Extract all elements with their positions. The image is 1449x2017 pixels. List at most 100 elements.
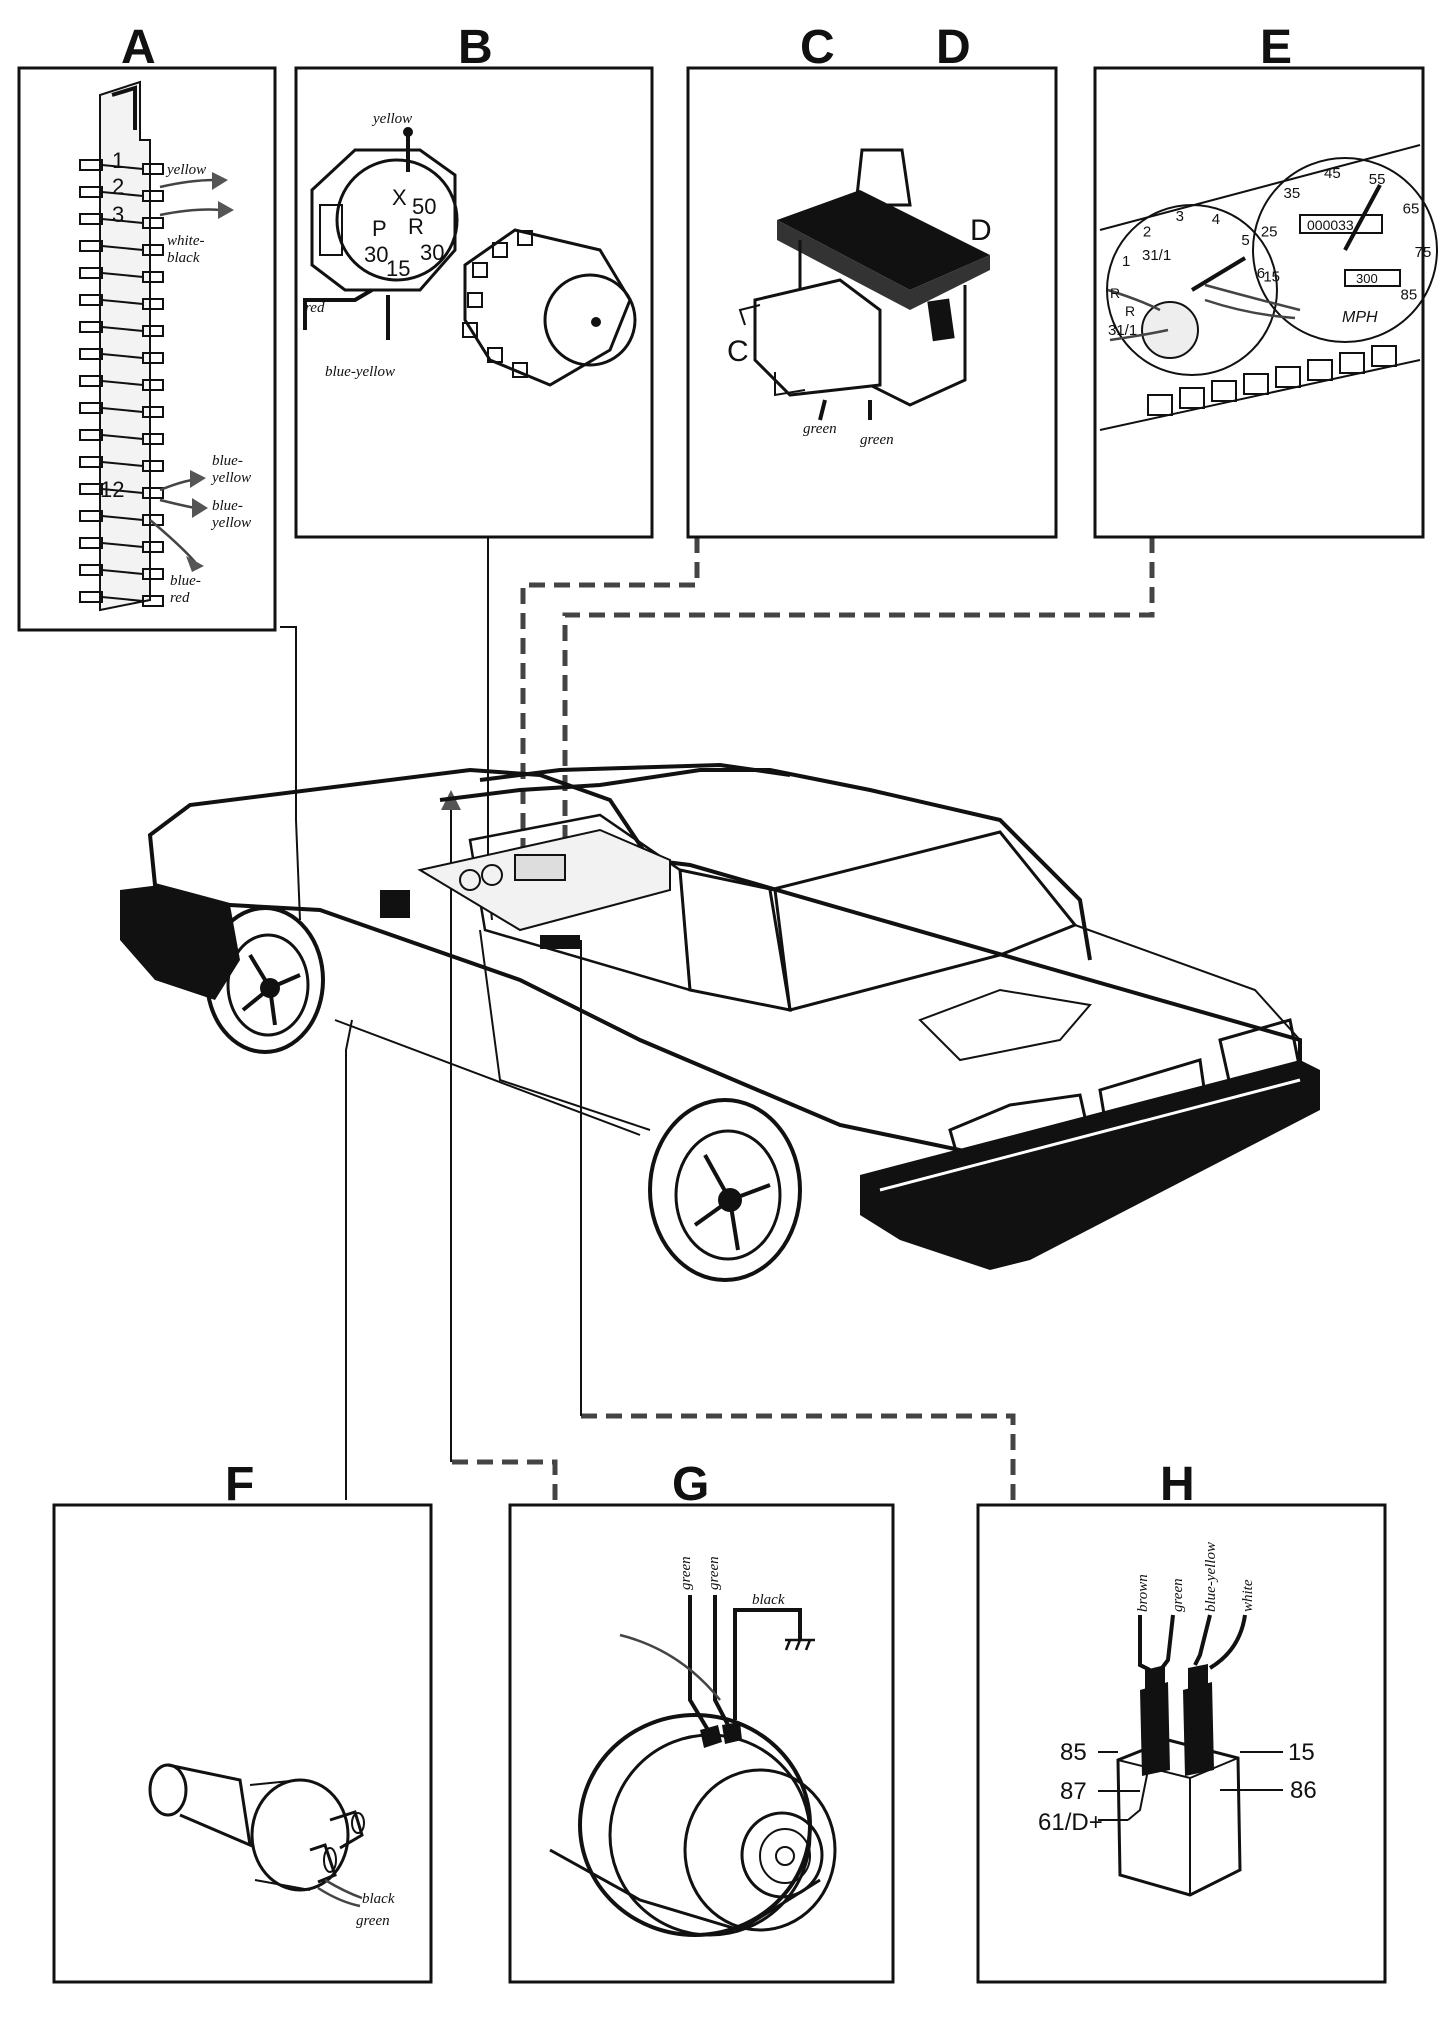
- gauge-tick-label: 55: [1369, 171, 1386, 188]
- speed-unit-label: MPH: [1342, 309, 1378, 326]
- terminal-87-label: 87: [1060, 1778, 1087, 1805]
- wire-tag-r1: R: [1110, 285, 1120, 301]
- pin-1-label: 1: [112, 148, 124, 173]
- terminal-stud-icon: [487, 347, 503, 363]
- wire-tag-31-1a: 31/1: [1108, 322, 1137, 339]
- wire-green-2-label: green: [706, 1556, 722, 1590]
- terminal-pin-icon: [309, 1810, 365, 1884]
- connector-strip-icon: [99, 80, 151, 612]
- wire-yellow-label: yellow: [371, 111, 412, 127]
- wire-black-label: black: [752, 1592, 785, 1608]
- terminal-stud-icon: [517, 230, 533, 246]
- gauge-tick-label: 1: [1122, 253, 1130, 270]
- terminal-x-label: X: [392, 185, 407, 210]
- panel-e-letter: E: [1260, 21, 1292, 74]
- panel-b: B X 50 P R 30 30 15 yellow red blue-yell…: [294, 21, 654, 539]
- warning-lamp-icon: [1307, 359, 1333, 381]
- switch-body-icon: [462, 228, 637, 387]
- warning-lamp-icon: [1339, 352, 1365, 374]
- wire-blue-yellow-2-label: blue-yellow: [210, 498, 251, 531]
- terminal-stud-icon: [512, 362, 528, 378]
- pin-12-label: 12: [100, 477, 124, 502]
- gauge-tick-label: 2: [1143, 223, 1151, 240]
- car-icon: [120, 762, 1320, 1282]
- panel-a: A 1 2 3 12 yellow white-black blue-yello…: [17, 21, 277, 632]
- pin-3-label: 3: [112, 202, 124, 227]
- panel-c-letter: C: [800, 21, 835, 74]
- terminal-r-label: R: [1190, 1714, 1207, 1741]
- warning-lamp-icon: [1211, 380, 1237, 402]
- wire-green-2-label: green: [860, 432, 894, 448]
- terminal-15-label: 15: [386, 256, 410, 281]
- rear-wheel-icon: [648, 1098, 802, 1282]
- wire-tag-r2: R: [1125, 303, 1135, 319]
- compressor-clutch-icon: [549, 1713, 837, 1937]
- panel-h-letter: H: [1160, 1458, 1195, 1511]
- wire-black-label: black: [362, 1891, 395, 1907]
- terminal-r-label: R: [408, 214, 424, 239]
- connector-pins: [79, 159, 164, 607]
- terminal-stud-icon: [472, 262, 488, 278]
- pin-2-label: 2: [112, 174, 124, 199]
- wire-brown-label: brown: [1135, 1574, 1151, 1612]
- pressure-switch-icon: [148, 1763, 365, 1908]
- connector-lines: [280, 537, 1155, 1500]
- panel-d-letter: D: [936, 21, 971, 74]
- terminal-85-label: 85: [1060, 1739, 1087, 1766]
- warning-lamp-icon: [1179, 387, 1205, 409]
- warning-lamp-icon: [1371, 345, 1397, 367]
- gauge-tick-label: 45: [1324, 165, 1341, 182]
- gauge-tick-label: 15: [1263, 269, 1280, 286]
- wire-blue-yellow-label: blue-yellow: [325, 364, 395, 380]
- gauge-tick-label: 85: [1401, 287, 1418, 304]
- terminal-stud-icon: [467, 292, 483, 308]
- gauge-tick-label: 6: [1257, 265, 1265, 282]
- panel-f: F black green: [52, 1458, 433, 1984]
- wire-yellow-label: yellow: [165, 162, 206, 178]
- panel-b-letter: B: [458, 21, 493, 74]
- front-wheel-icon: [205, 906, 325, 1054]
- dashboard-icon: [380, 828, 671, 949]
- wire-white-label: white: [1240, 1579, 1256, 1612]
- trip-readout: 300: [1356, 271, 1378, 286]
- relay-pins: [1140, 1664, 1214, 1776]
- ignition-switch-icon: [303, 127, 459, 340]
- gauge-tick-label: 35: [1284, 185, 1301, 202]
- terminal-30a-label: 30: [364, 242, 388, 267]
- terminal-61-d-label: 61/D+: [1038, 1809, 1103, 1836]
- warning-lamp-icon: [1147, 394, 1173, 416]
- part-c-label: C: [727, 335, 749, 368]
- panel-f-letter: F: [225, 1458, 254, 1511]
- wire-tag-31-1b: 31/1: [1142, 247, 1171, 264]
- gauge-tick-label: 4: [1212, 211, 1220, 228]
- warning-lamp-icon: [1275, 366, 1301, 388]
- panel-g: G green green black: [508, 1458, 895, 1984]
- wire-green-label: green: [356, 1913, 390, 1929]
- terminal-stud-icon: [462, 322, 478, 338]
- wire-white-black-label: white-black: [167, 233, 205, 266]
- gauge-tick-label: 3: [1176, 208, 1184, 225]
- part-d-label: D: [970, 214, 992, 247]
- wire-green-1-label: green: [803, 421, 837, 437]
- wire-blue-yellow-label: blue-yellow: [1203, 1542, 1219, 1612]
- gauge-tick-label: 65: [1403, 201, 1420, 218]
- panel-g-letter: G: [672, 1458, 709, 1511]
- warning-lamp-icon: [1243, 373, 1269, 395]
- gauge-tick-label: 75: [1415, 244, 1432, 261]
- instrument-cluster-icon: [1099, 144, 1438, 431]
- switch-icon: [738, 148, 990, 407]
- terminal-50-label: 50: [412, 194, 436, 219]
- terminal-stud-icon: [492, 242, 508, 258]
- wire-green-label: green: [1170, 1578, 1186, 1612]
- relay-icon: [1116, 1664, 1242, 1897]
- gauge-tick-label: 5: [1241, 232, 1249, 249]
- terminal-p-label: P: [372, 216, 387, 241]
- gauge-tick-label: 25: [1261, 224, 1278, 241]
- terminal-86-label: 86: [1290, 1777, 1317, 1804]
- wire-green-1-label: green: [678, 1556, 694, 1590]
- panel-cd: C D D C green green: [686, 21, 1058, 539]
- panel-a-letter: A: [121, 21, 156, 74]
- terminal-15-label: 15: [1288, 1739, 1315, 1766]
- panel-h: H brown green blue-yellow white 85 87 61…: [976, 1458, 1387, 1984]
